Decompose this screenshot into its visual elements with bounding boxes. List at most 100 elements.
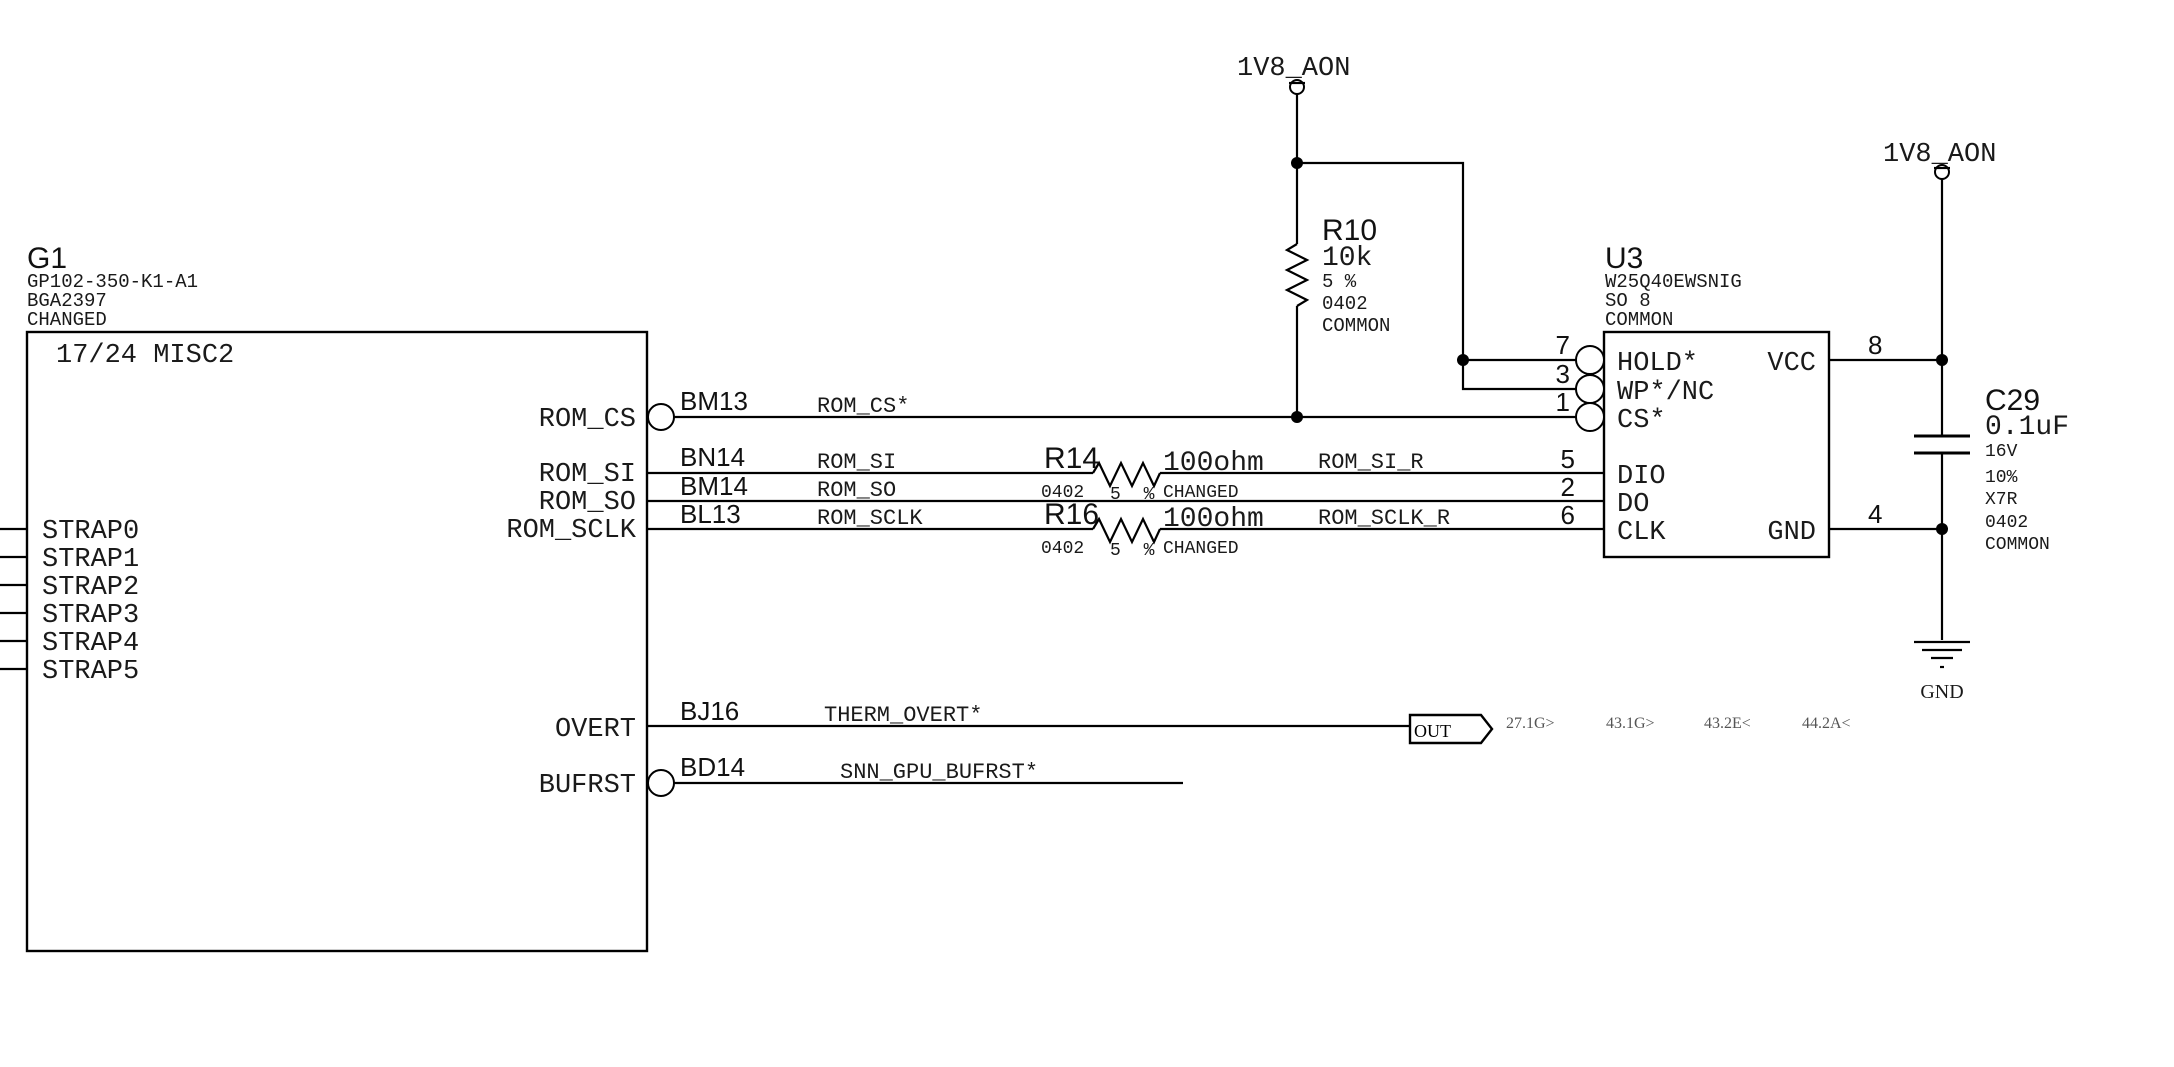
- g1-pin-rom-cs: ROM_CS: [539, 405, 636, 435]
- net-label-rom-cs: ROM_CS*: [817, 394, 909, 419]
- u3-pinnum-7: 7: [1556, 330, 1570, 360]
- r10-zigzag-icon: [1284, 243, 1310, 307]
- c29-dielectric: X7R: [1985, 490, 2018, 510]
- net-rom-si[interactable]: BN14 ROM_SI: [647, 442, 1093, 475]
- junction-dot: [1291, 411, 1303, 423]
- r14-status: CHANGED: [1163, 483, 1239, 503]
- net-label-rom-sclk: ROM_SCLK: [817, 506, 923, 531]
- cs-inversion-bubble: [1575, 402, 1605, 432]
- r16-tolerance: 5 %: [1110, 541, 1160, 561]
- c29-value: 0.1uF: [1985, 412, 2069, 443]
- u3-pin-clk: CLK: [1617, 518, 1666, 548]
- port-label: OUT: [1414, 721, 1451, 741]
- u3-package: SO 8: [1605, 290, 1651, 312]
- r16-resistor[interactable]: R16 100ohm 0402 5 % CHANGED ROM_SCLK_R: [1041, 498, 1604, 561]
- c29-package: 0402: [1985, 513, 2028, 533]
- u3-pinnum-6: 6: [1561, 500, 1575, 530]
- r14-ref: R14: [1044, 442, 1099, 475]
- g1-section: 17/24 MISC2: [56, 341, 234, 371]
- offpage-connector-out[interactable]: OUT 27.1G> 43.1G> 43.2E< 44.2A<: [1408, 713, 1851, 745]
- r10-resistor[interactable]: R10 10k 5 % 0402 COMMON: [1284, 214, 1390, 423]
- u3-pin-do: DO: [1617, 490, 1649, 520]
- net-rom-sclk[interactable]: BL13 ROM_SCLK: [647, 499, 1093, 531]
- c29-status: COMMON: [1985, 535, 2050, 555]
- strap2-label: STRAP2: [42, 573, 139, 603]
- ground-symbol[interactable]: GND: [1914, 640, 1970, 703]
- u3-body: [1602, 330, 1831, 559]
- ball-bm14: BM14: [680, 471, 748, 501]
- r16-ref: R16: [1044, 498, 1099, 531]
- net-label-rom-si-r: ROM_SI_R: [1318, 450, 1424, 475]
- r14-tolerance: 5 %: [1110, 485, 1160, 505]
- ball-bd14: BD14: [680, 752, 745, 782]
- xref-3[interactable]: 44.2A<: [1802, 715, 1851, 732]
- net-label-rom-sclk-r: ROM_SCLK_R: [1318, 506, 1450, 531]
- r14-resistor[interactable]: R14 100ohm 0402 5 % CHANGED ROM_SI_R: [1041, 442, 1604, 505]
- u3-flash[interactable]: U3 W25Q40EWSNIG SO 8 COMMON 7 3 1 5 2 6 …: [1556, 242, 1883, 559]
- strap-pins: STRAP0 STRAP1 STRAP2 STRAP3 STRAP4 STRAP…: [0, 517, 139, 687]
- u3-part: W25Q40EWSNIG: [1605, 271, 1742, 293]
- ball-bn14: BN14: [680, 442, 745, 472]
- g1-part: GP102-350-K1-A1: [27, 271, 198, 293]
- power-label-left: 1V8_AON: [1237, 54, 1350, 84]
- net-therm-overt[interactable]: BJ16 THERM_OVERT*: [647, 696, 1410, 728]
- u3-pin-dio: DIO: [1617, 462, 1666, 492]
- r16-package: 0402: [1041, 539, 1084, 559]
- strap1-label: STRAP1: [42, 545, 139, 575]
- c29-capacitor[interactable]: C29 0.1uF 16V 10% X7R 0402 COMMON: [1829, 384, 2069, 640]
- ball-bl13: BL13: [680, 499, 741, 529]
- junction-dot: [1936, 523, 1948, 535]
- xref-2[interactable]: 43.2E<: [1704, 715, 1751, 732]
- u3-pinnum-4: 4: [1868, 499, 1882, 529]
- g1-pin-overt: OVERT: [555, 715, 636, 745]
- strap0-label: STRAP0: [42, 517, 139, 547]
- r10-status: COMMON: [1322, 315, 1390, 337]
- net-rom-so[interactable]: BM14 ROM_SO: [647, 471, 1604, 503]
- xref-0[interactable]: 27.1G>: [1506, 715, 1555, 732]
- ball-bj16: BJ16: [680, 696, 739, 726]
- g1-status: CHANGED: [27, 309, 107, 331]
- wp-pullup-wire[interactable]: [1297, 161, 1590, 391]
- g1-symbol[interactable]: G1 GP102-350-K1-A1 BGA2397 CHANGED 17/24…: [0, 242, 675, 953]
- strap3-label: STRAP3: [42, 601, 139, 631]
- ball-bm13: BM13: [680, 386, 748, 416]
- net-label-rom-so: ROM_SO: [817, 478, 896, 503]
- junction-dot: [1457, 354, 1469, 366]
- xref-1[interactable]: 43.1G>: [1606, 715, 1655, 732]
- power-1v8-aon-right[interactable]: 1V8_AON: [1829, 140, 1996, 436]
- u3-pinnum-2: 2: [1561, 472, 1575, 502]
- c29-ref: C29: [1985, 384, 2040, 417]
- rom-cs-inversion-bubble: [647, 403, 675, 431]
- g1-ref: G1: [27, 242, 67, 275]
- junction-dot: [1936, 354, 1948, 366]
- r16-value: 100ohm: [1163, 504, 1264, 535]
- r14-zigzag-icon: [1092, 460, 1161, 489]
- strap5-label: STRAP5: [42, 657, 139, 687]
- net-bufrst[interactable]: BD14 SNN_GPU_BUFRST*: [674, 752, 1183, 785]
- net-label-rom-si: ROM_SI: [817, 450, 896, 475]
- net-rom-cs[interactable]: BM13 ROM_CS*: [674, 386, 1590, 419]
- g1-pin-bufrst: BUFRST: [539, 771, 636, 801]
- c29-tolerance: 10%: [1985, 468, 2018, 488]
- r16-status: CHANGED: [1163, 539, 1239, 559]
- port-shape: [1408, 713, 1494, 745]
- r10-value: 10k: [1322, 243, 1372, 274]
- net-label-therm-overt: THERM_OVERT*: [824, 703, 982, 728]
- g1-body: [25, 330, 649, 953]
- u3-pin-gnd: GND: [1767, 518, 1816, 548]
- r10-package: 0402: [1322, 293, 1368, 315]
- g1-package: BGA2397: [27, 290, 107, 312]
- u3-pinnum-1: 1: [1556, 387, 1570, 417]
- c29-voltage: 16V: [1985, 442, 2018, 462]
- u3-pin-cs: CS*: [1617, 406, 1666, 436]
- bufrst-inversion-bubble: [647, 769, 675, 797]
- r10-ref: R10: [1322, 214, 1377, 247]
- g1-pin-rom-sclk: ROM_SCLK: [506, 516, 636, 546]
- power-1v8-aon-left[interactable]: 1V8_AON: [1237, 54, 1590, 391]
- u3-pin-hold: HOLD*: [1617, 349, 1698, 379]
- u3-pin-wp: WP*/NC: [1617, 378, 1714, 408]
- hold-inversion-bubble: [1575, 345, 1605, 375]
- u3-pinnum-8: 8: [1868, 330, 1882, 360]
- u3-status: COMMON: [1605, 309, 1673, 331]
